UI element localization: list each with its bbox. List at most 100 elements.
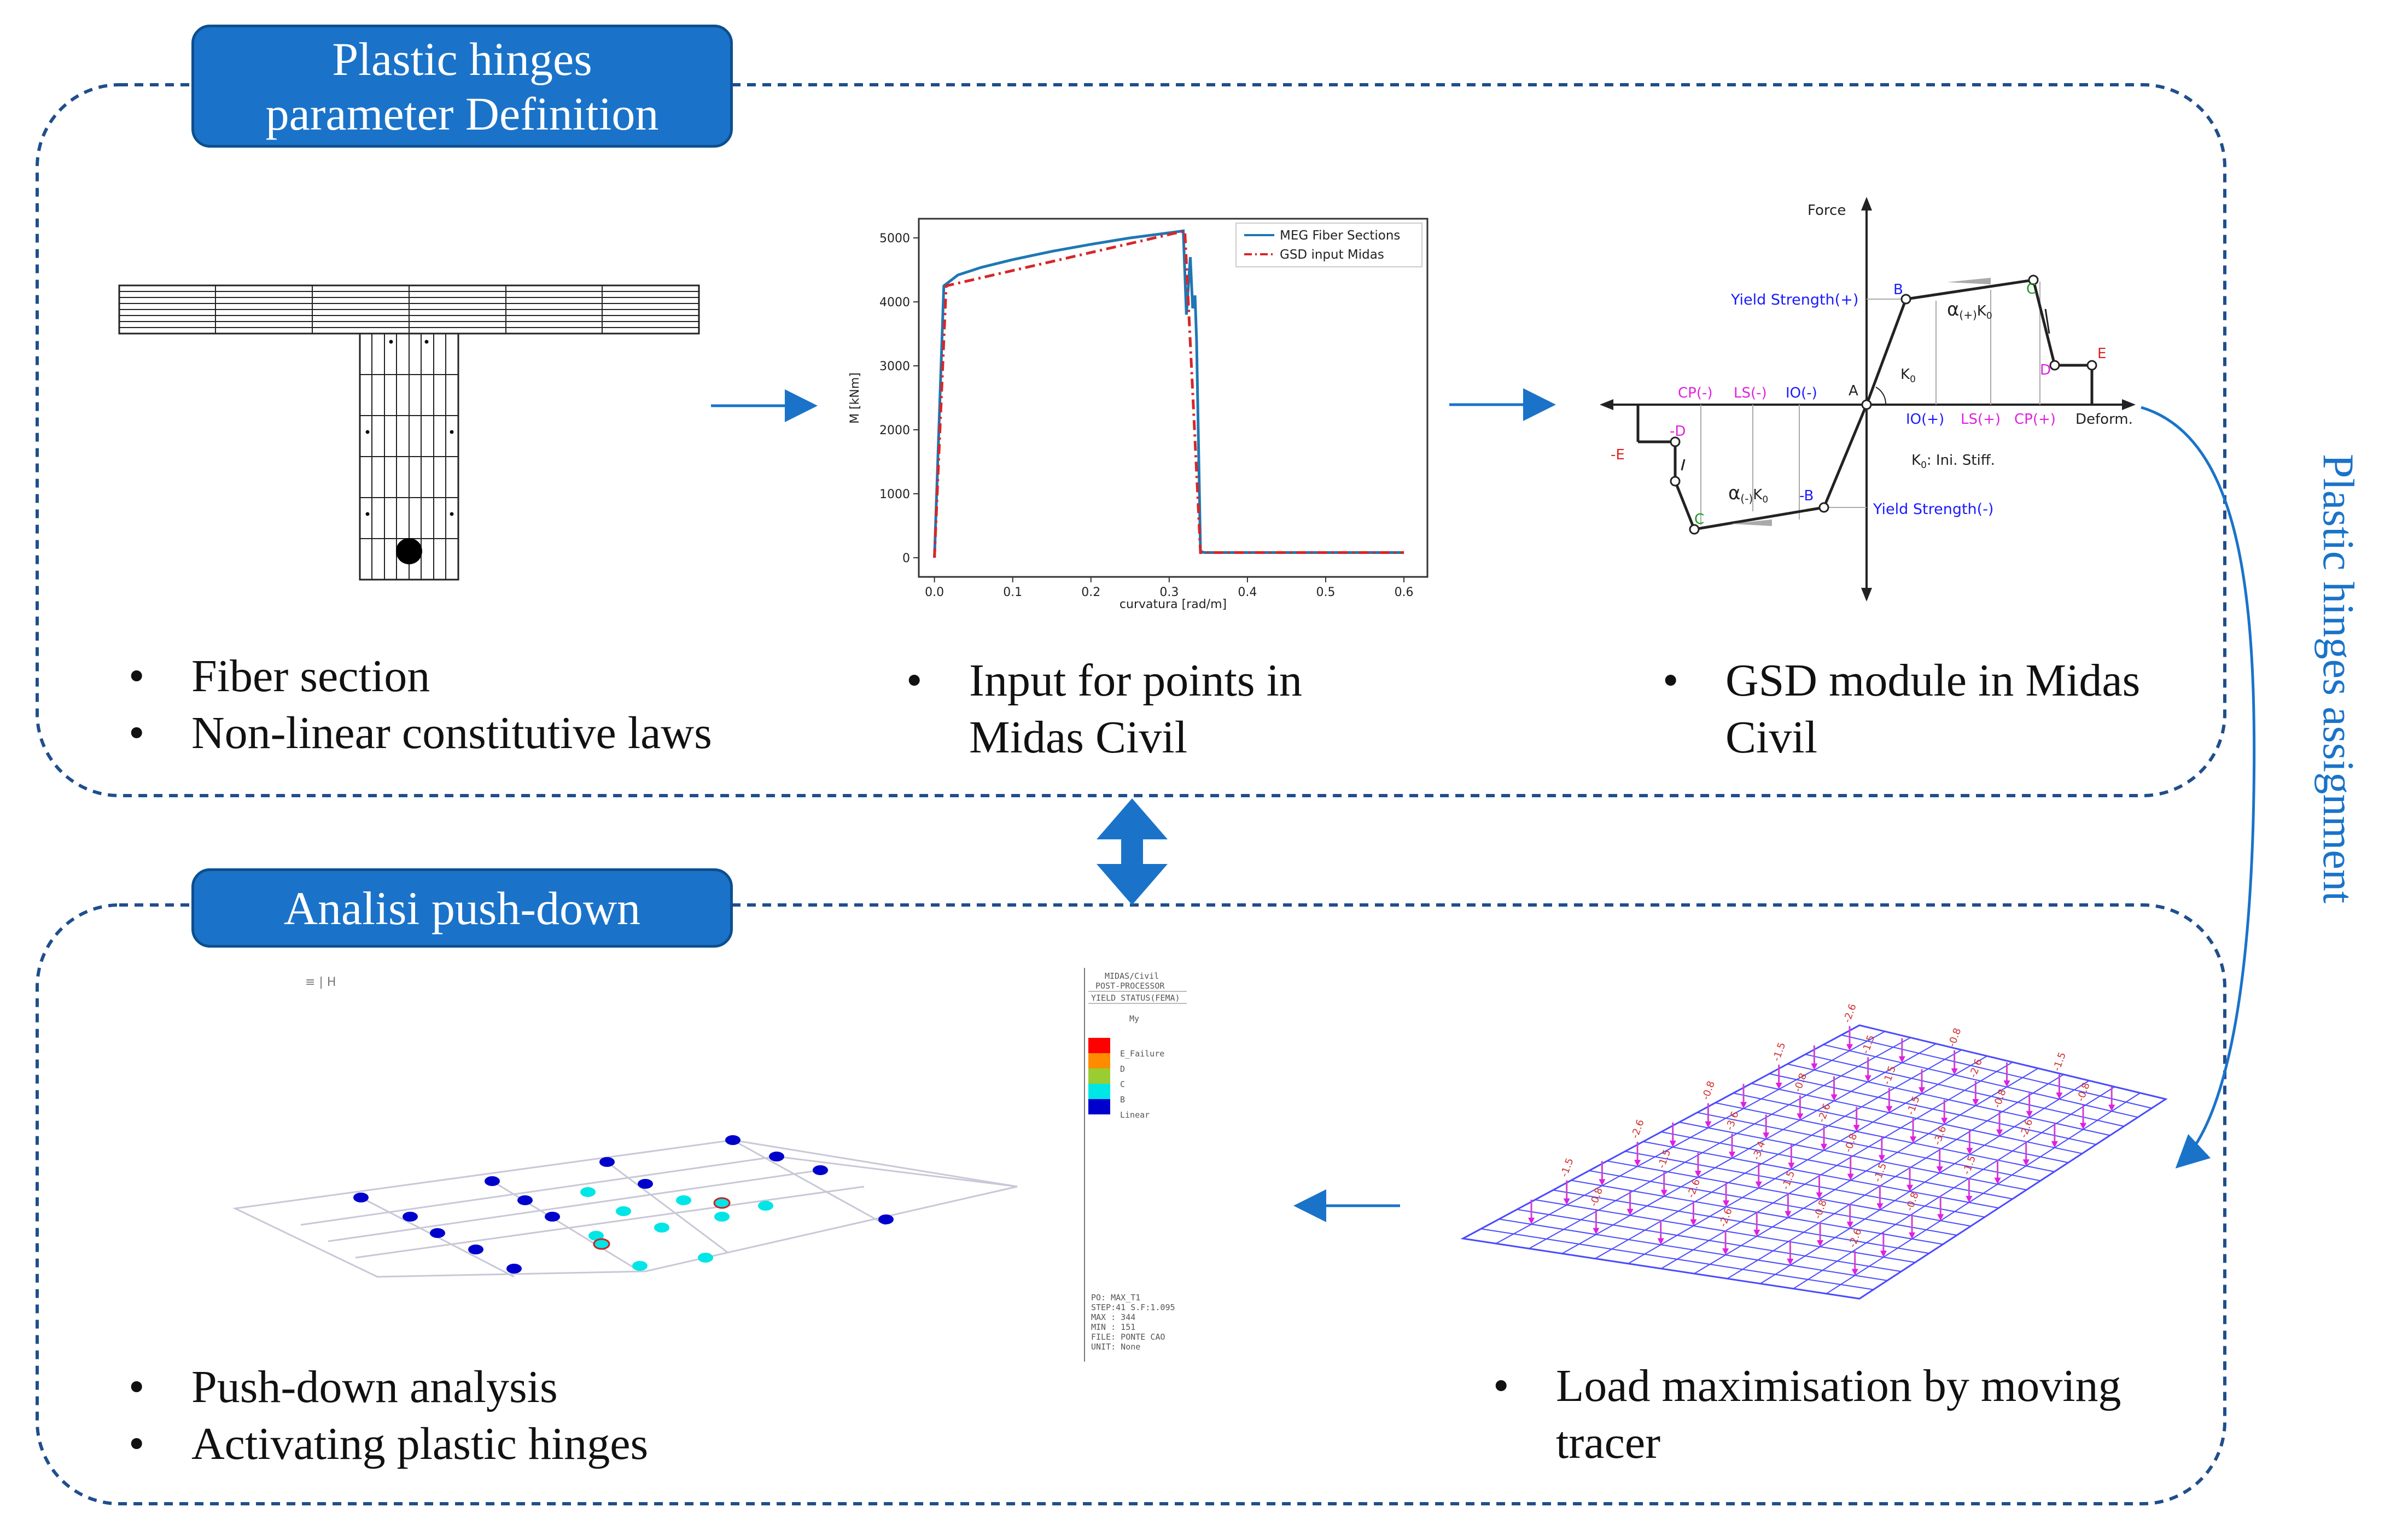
y-tick-label: 0 [902,552,910,565]
grid-line-trans [1751,1083,2083,1154]
load-value-label: -1.5 [1860,1033,1878,1055]
load-value-label: -0.8 [1792,1072,1809,1094]
load-arrow-head [1966,1195,1973,1202]
y-tick-label: 5000 [879,232,910,246]
gsd-point-neg-e: -E [1611,447,1625,463]
midas-footer-5: UNIT: None [1091,1342,1140,1352]
load-value-label: -2.6 [1717,1207,1735,1229]
load-arrow-head [1599,1179,1606,1186]
bullet-dot: • [129,1362,145,1412]
bullet-dot: • [1663,655,1679,706]
midas-header-3: YIELD STATUS(FEMA) [1091,993,1180,1003]
midas-footer-3: MIN : 151 [1091,1322,1135,1332]
chart-legend: MEG Fiber Sections GSD input Midas [1235,223,1422,267]
gsd-yield-neg: Yield Strength(-) [1873,501,1993,518]
midas-header-2: POST-PROCESSOR [1095,981,1165,991]
load-value-label: -1.5 [1780,1169,1797,1191]
load-arrow-head [1563,1198,1570,1205]
list-item: •Load maximisation by moving tracer [1493,1358,2212,1471]
load-arrow-head [2026,1111,2033,1118]
load-arrow-head [2080,1123,2087,1130]
load-arrow-head [1634,1160,1641,1167]
legend-label-gsd: GSD input Midas [1280,248,1384,262]
load-arrow-head [1972,1099,1979,1106]
list-item: •GSD module in Midas Civil [1663,652,2163,766]
load-arrow-head [1906,1184,1914,1192]
load-value-label: -1.5 [2051,1051,2068,1073]
load-value-label: -0.8 [1700,1079,1717,1101]
load-arrow-head [1951,1068,1958,1075]
top-panel-title-line2: parameter Definition [265,87,659,140]
load-value-label: -3.6 [1724,1110,1741,1132]
load-arrow-head [1690,1219,1697,1226]
double-arrow-icon [1097,798,1168,905]
load-value-label: -1.5 [1905,1095,1922,1117]
y-tick-label: 1000 [879,488,910,501]
load-arrow-head [1729,1152,1736,1159]
load-arrow-head [1785,1211,1792,1218]
chart-x-axis-label: curvatura [rad/m] [1120,598,1227,611]
load-arrow-head [2022,1159,2030,1166]
grid-line-trans [1643,1141,1999,1209]
gsd-module-bullets: •GSD module in Midas Civil [1663,652,2163,766]
list-item: •Input for points in Midas Civil [906,652,1407,766]
midas-level-4: Linear [1120,1110,1150,1120]
load-value-label: -1.5 [1656,1148,1674,1170]
load-value-label: -2.6 [1816,1102,1833,1124]
load-arrow-head [1787,1258,1794,1265]
load-arrow-head [1830,1094,1838,1101]
series-line-1 [933,229,1404,558]
x-tick-label: 0.1 [1003,586,1022,599]
load-arrow-head [1705,1121,1712,1128]
midas-level-1: D [1120,1064,1125,1074]
arrow-hinges-assignment [2141,406,2256,1169]
grid-line-trans [1697,1112,2041,1182]
load-value-label: -0.8 [1843,1132,1860,1154]
load-value-label: -0.8 [2075,1081,2092,1103]
load-value-label: -2.6 [2018,1118,2036,1140]
gsd-point-neg-d: -D [1670,423,1686,440]
load-arrow-head [2003,1080,2010,1087]
bottom-panel-border [36,903,2226,1505]
midas-level-3: B [1120,1095,1125,1105]
gsd-yield-pos: Yield Strength(+) [1730,291,1858,308]
midas-legend: MIDAS/Civil POST-PROCESSOR YIELD STATUS(… [1084,968,1187,1362]
load-value-label: -2.6 [1685,1177,1702,1199]
load-arrow-head [1880,1251,1887,1258]
load-arrow-head [1996,1129,2003,1136]
y-tick-label: 3000 [879,360,910,373]
x-tick-label: 0.2 [1081,586,1100,599]
load-arrow-head [1851,1269,1858,1276]
pushdown-hinges [353,1135,894,1274]
load-value-label: -1.5 [1871,1161,1889,1183]
gsd-diagram: Force Deform. Yield Strength(+) Yield St… [1600,197,2136,601]
gsd-point-e: E [2097,346,2106,362]
load-arrow-head [1528,1217,1535,1224]
load-model-grid: -1.5-2.6-0.8-1.5-2.6-0.8-1.5-3.6-0.8-1.5… [1460,1002,2168,1300]
x-tick-label: 0.6 [1395,586,1414,599]
load-arrow-head [1740,1102,1747,1109]
x-tick-label: 0.0 [925,586,944,599]
load-arrow-head [1878,1155,1885,1162]
midas-level-2: C [1120,1079,1125,1089]
load-arrow-head [1898,1056,1905,1063]
gsd-k0-label: K0 [1900,366,1916,385]
load-value-label: -2.6 [1967,1058,1985,1079]
load-arrow-head [1694,1170,1701,1177]
bullet-dot: • [906,655,923,706]
gsd-point-a: A [1849,383,1858,399]
bullet-dot: • [129,651,145,702]
load-value-label: -2.6 [1841,1002,1859,1024]
top-panel-title: Plastic hinges parameter Definition [191,25,733,148]
gsd-cp-pos: CP(+) [2014,411,2056,428]
bullet-dot: • [129,708,145,758]
bullet-dot: • [129,1418,145,1469]
load-arrow-head [1797,1113,1804,1120]
load-value-label: -3.6 [1932,1125,1949,1147]
gsd-point-neg-c: C [1694,511,1704,528]
load-arrow-head [1864,1075,1871,1082]
midas-footer-2: MAX : 344 [1091,1312,1135,1322]
top-panel-border [36,83,2226,797]
grid-line-trans [1553,1189,1929,1254]
gsd-alpha-neg: α(-)K0 [1728,482,1768,505]
